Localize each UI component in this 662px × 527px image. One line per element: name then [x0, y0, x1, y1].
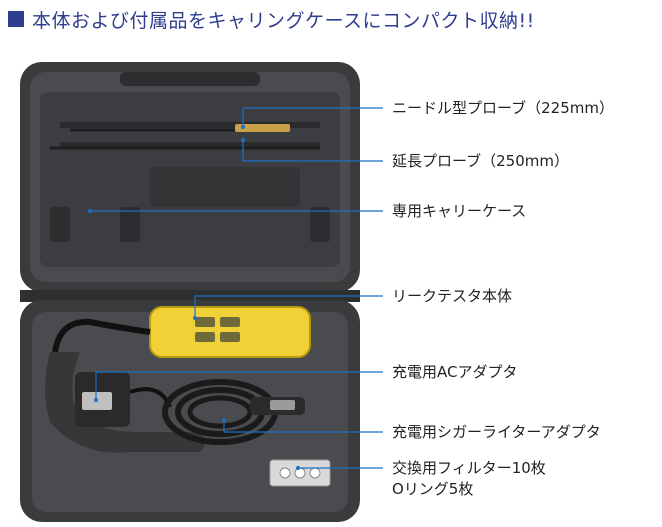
page-title: 本体および付属品をキャリングケースにコンパクト収納!!	[32, 9, 535, 32]
leak-tester-image	[52, 306, 311, 358]
callout-ac-adapter: 充電用ACアダプタ	[392, 363, 518, 381]
carry-case-image	[20, 62, 360, 522]
callout-filters: 交換用フィルター10枚	[392, 459, 546, 477]
callout-extension-probe: 延長プローブ（250mm）	[392, 152, 569, 170]
callout-needle-probe: ニードル型プローブ（225mm）	[392, 99, 614, 117]
filter-pack-image	[269, 459, 331, 487]
callout-carry-case: 専用キャリーケース	[392, 202, 527, 220]
callout-car-adapter: 充電用シガーライターアダプタ	[392, 423, 601, 441]
square-bullet-icon	[8, 11, 24, 27]
callout-leak-tester: リークテスタ本体	[392, 287, 513, 305]
product-photo	[20, 62, 360, 522]
header: 本体および付属品をキャリングケースにコンパクト収納!!	[8, 6, 535, 32]
callout-o-rings: Oリング5枚	[392, 480, 474, 498]
